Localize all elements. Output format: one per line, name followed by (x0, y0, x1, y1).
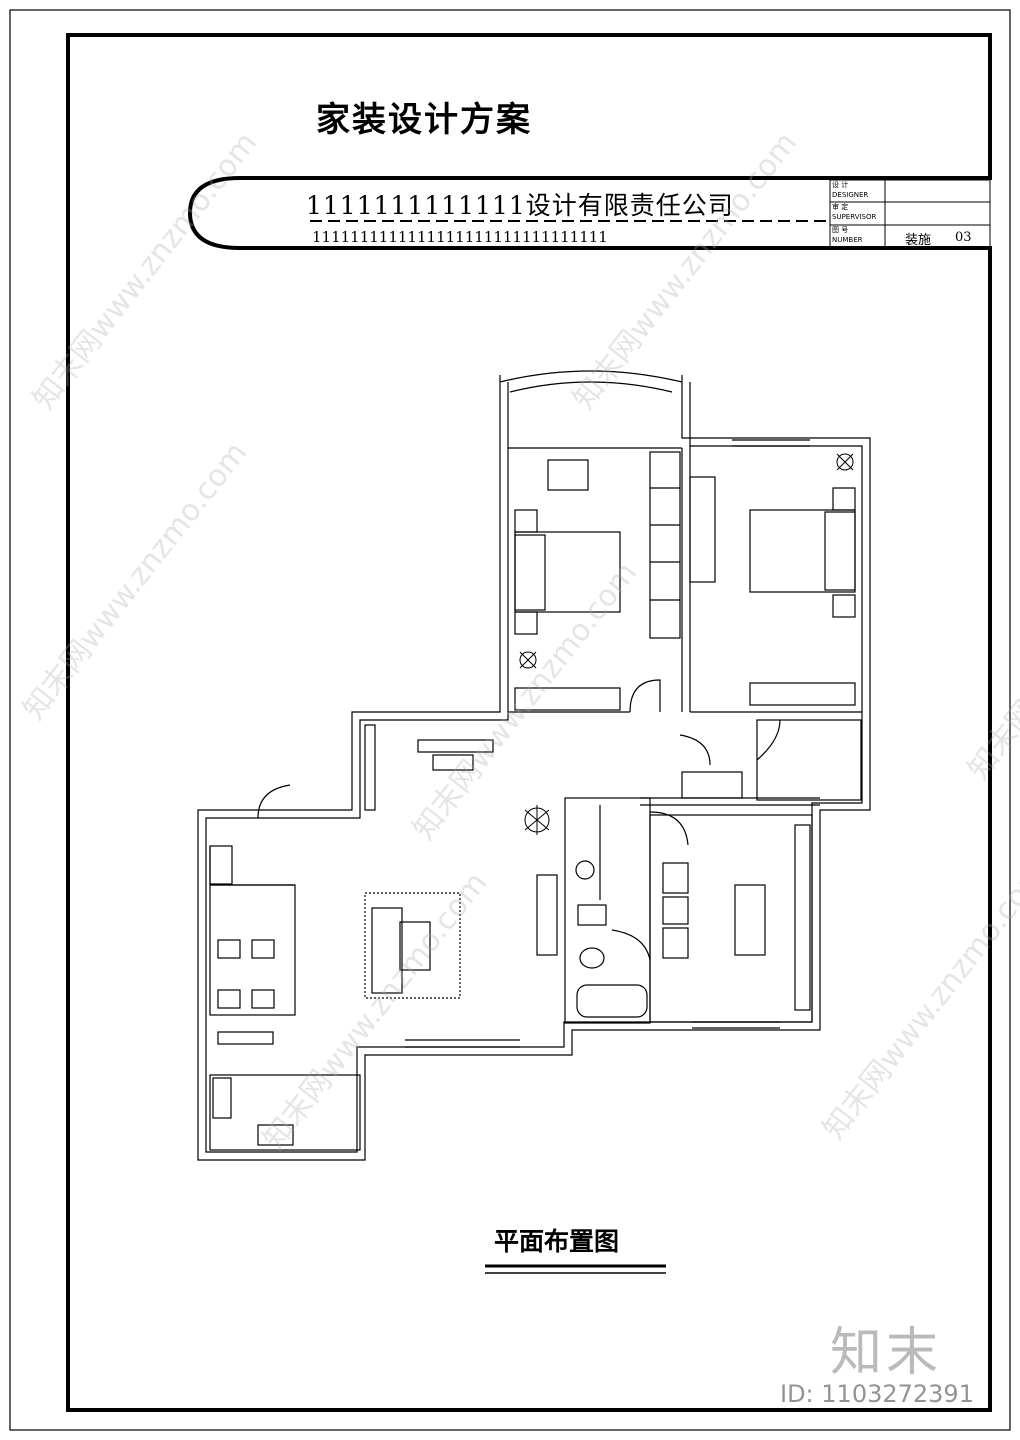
tb-supervisor-label: 审 定 (832, 203, 849, 211)
plant-symbols (519, 453, 854, 835)
tb-drawing-number: 03 (955, 230, 972, 245)
tb-drawing-type: 装施 (905, 233, 932, 248)
watermark-logo: 知末 (830, 1323, 943, 1383)
tb-designer-label: 设 计 (832, 181, 849, 189)
tb-number-sub: NUMBER (832, 236, 863, 244)
sheet-title: 家装设计方案 (316, 100, 532, 140)
inner-frame (66, 33, 992, 1412)
watermark-id: ID: 1103272391 (780, 1380, 974, 1408)
tb-designer-sub: DESIGNER (832, 191, 869, 199)
tb-number-label: 图 号 (832, 226, 849, 234)
outer-border (9, 9, 1011, 1431)
walls (197, 370, 871, 1161)
title-block-grid (829, 179, 991, 248)
tb-supervisor-sub: SUPERVISOR (832, 213, 877, 221)
plan-title: 平面布置图 (494, 1227, 620, 1256)
company-subline: 1111111111111111111111111111111 (312, 228, 608, 246)
company-name: 1111111111111设计有限责任公司 (306, 191, 734, 220)
